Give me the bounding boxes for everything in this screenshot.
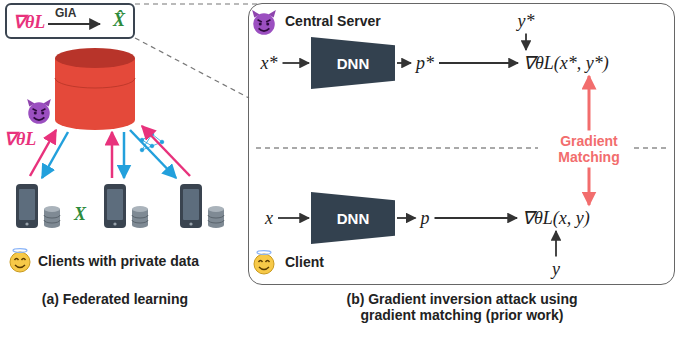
node-label: Gradient Matching	[550, 133, 628, 165]
node-label: ∇θL(x*, y*)	[523, 52, 609, 74]
node-text: X̂	[113, 10, 125, 31]
gradient-expr: ∇θL(x*, y*)	[520, 52, 612, 74]
output-symbol: p	[418, 208, 433, 229]
node-text: ∇θL	[13, 11, 45, 33]
output-symbol: p*	[413, 53, 437, 74]
flow-arrow	[555, 231, 557, 257]
panel-caption: (b) Gradient inversion attack using grad…	[327, 291, 597, 323]
flow-arrow	[278, 217, 309, 219]
node-label: x	[265, 208, 273, 229]
gradient-expr: ∇θL(x, y)	[519, 207, 593, 229]
label-symbol: y	[549, 259, 563, 280]
node-label: p*	[416, 53, 434, 74]
flow-arrow	[283, 62, 310, 64]
dnn-block: DNN	[311, 37, 395, 89]
flow-arrow	[397, 62, 411, 64]
flow-arrow	[588, 168, 591, 206]
zoom-box: ∇θL GIA X̂	[5, 3, 135, 39]
node-label: x*	[261, 53, 278, 74]
panel-caption: (a) Federated learning	[30, 291, 200, 307]
figure-label: ∇θL	[4, 128, 36, 150]
dnn-block: DNN	[311, 192, 395, 244]
flow-arrow	[588, 76, 591, 131]
flow-arrow	[435, 217, 518, 219]
input-symbol: x*	[258, 53, 281, 74]
flow-arrow	[397, 217, 416, 219]
node-label: p	[421, 208, 430, 229]
input-symbol: x	[262, 208, 276, 229]
node-text: Client	[285, 254, 324, 270]
flow-arrow	[439, 62, 518, 64]
node-label: DNN	[337, 55, 370, 72]
attack-panel: Central ServerClient x* DNN p* ∇θL(x*, y*) y*…	[248, 3, 675, 285]
figure-label: X	[74, 204, 86, 225]
node-label: ∇θL(x, y)	[522, 207, 590, 229]
zoom-line	[135, 3, 260, 4]
figure-label: Clients with private data	[38, 253, 199, 269]
node-label: y	[552, 259, 560, 280]
label-symbol: y*	[515, 11, 538, 32]
node-text: Central Server	[285, 13, 381, 29]
node-text: GIA	[55, 6, 76, 20]
matching-label: Gradient Matching	[547, 133, 631, 166]
node-label: DNN	[337, 210, 370, 227]
node-label: y*	[518, 11, 535, 32]
flow-arrow	[525, 34, 527, 51]
zoom-line	[135, 38, 249, 98]
